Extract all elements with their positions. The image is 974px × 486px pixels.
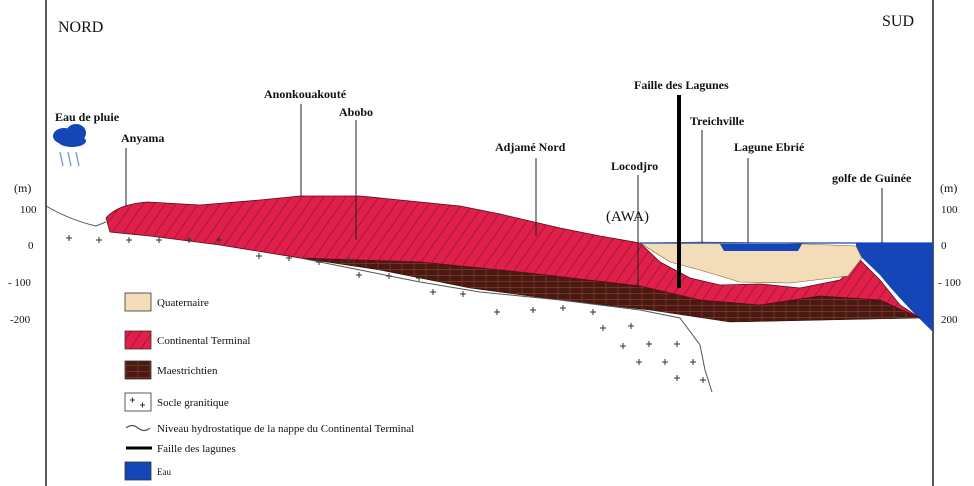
- legend-label-quaternaire: Quaternaire: [157, 297, 209, 309]
- south-label: SUD: [882, 13, 914, 30]
- legend-label-maestrichtien: Maestrichtien: [157, 365, 218, 377]
- faille-des-lagunes-label: Faille des Lagunes: [634, 78, 729, 92]
- legend-swatch-quaternaire: [125, 293, 151, 311]
- awa-label: (AWA): [606, 209, 649, 225]
- left-tick-minus200: -200: [10, 314, 31, 326]
- north-label: NORD: [58, 19, 103, 36]
- adjame-nord-label: Adjamé Nord: [495, 140, 566, 154]
- left-tick-0: 0: [28, 240, 34, 252]
- legend-label-socle-granitique: Socle granitique: [157, 397, 229, 409]
- legend-swatch-continental-terminal: [125, 331, 151, 349]
- right-tick-100: 100: [941, 204, 958, 216]
- legend-swatch-niveau-hydrostatique: [126, 426, 150, 431]
- legend-swatch-eau: [125, 462, 151, 480]
- locodjro-label: Locodjro: [611, 159, 658, 173]
- legend-label-continental-terminal: Continental Terminal: [157, 335, 250, 347]
- rain-label: Eau de pluie: [55, 110, 120, 124]
- legend-swatch-maestrichtien: [125, 361, 151, 379]
- rain-cloud-icon: [53, 124, 86, 166]
- right-tick-minus100: - 100: [938, 277, 961, 289]
- lagune-ebrie-label: Lagune Ebrié: [734, 140, 805, 154]
- left-tick-minus100: - 100: [8, 277, 31, 289]
- right-tick-0: 0: [941, 240, 947, 252]
- abobo-label: Abobo: [339, 105, 373, 119]
- legend: Quaternaire Continental Terminal Maestri…: [125, 293, 414, 480]
- golfe-de-guinee-label: golfe de Guinée: [832, 171, 912, 185]
- right-tick-200: 200: [941, 314, 958, 326]
- anonkouakoute-label: Anonkouakouté: [264, 87, 347, 101]
- treichville-label: Treichville: [690, 114, 745, 128]
- left-tick-100: 100: [20, 204, 37, 216]
- legend-label-niveau-hydrostatique: Niveau hydrostatique de la nappe du Cont…: [157, 423, 414, 435]
- lagoon-water: [720, 244, 802, 251]
- left-axis-unit: (m): [14, 181, 31, 195]
- legend-swatch-socle-granitique: [125, 393, 151, 411]
- right-axis-unit: (m): [940, 181, 957, 195]
- legend-label-eau: Eau: [157, 467, 171, 477]
- anyama-label: Anyama: [121, 131, 164, 145]
- legend-label-faille: Faille des lagunes: [157, 443, 236, 455]
